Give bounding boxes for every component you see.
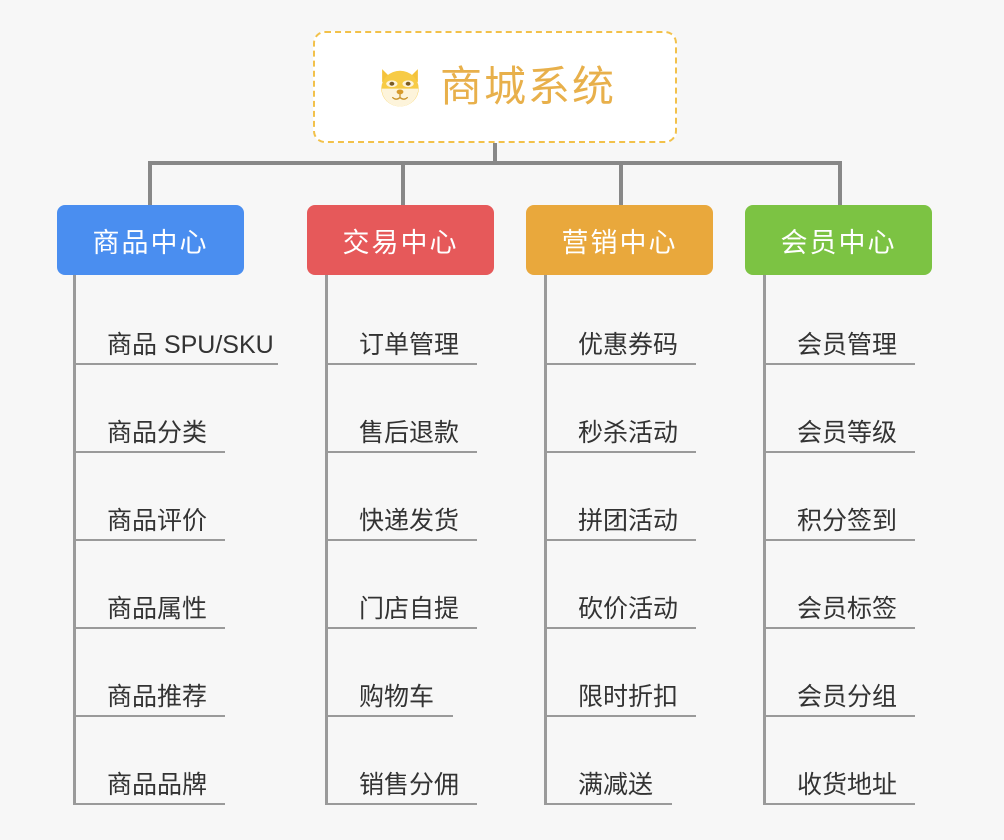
- leaf-underline: [325, 539, 477, 541]
- leaf-item[interactable]: 积分签到: [763, 451, 915, 541]
- leaf-underline: [73, 363, 278, 365]
- leaf-underline: [763, 363, 915, 365]
- leaf-item[interactable]: 拼团活动: [544, 451, 696, 541]
- leaf-item[interactable]: 商品分类: [73, 363, 225, 453]
- leaf-label: 快递发货: [359, 506, 460, 535]
- leaf-item[interactable]: 销售分佣: [325, 715, 477, 805]
- leaf-underline: [73, 451, 225, 453]
- leaf-underline: [325, 451, 477, 453]
- leaf-label: 商品品牌: [107, 770, 208, 799]
- leaf-label: 限时折扣: [578, 682, 679, 711]
- leaf-item[interactable]: 会员管理: [763, 275, 915, 365]
- leaf-underline: [763, 451, 915, 453]
- branch-label-2: 交易中心: [342, 227, 459, 258]
- leaf-label: 优惠券码: [578, 330, 679, 359]
- shiba-dog-icon: [381, 69, 419, 107]
- leaf-item[interactable]: 会员分组: [763, 627, 915, 717]
- leaf-label: 商品 SPU/SKU: [107, 330, 274, 359]
- leaf-label: 会员等级: [797, 418, 898, 447]
- leaf-item[interactable]: 商品推荐: [73, 627, 225, 717]
- leaf-item[interactable]: 商品品牌: [73, 715, 225, 805]
- leaf-item[interactable]: 砍价活动: [544, 539, 696, 629]
- leaf-item[interactable]: 秒杀活动: [544, 363, 696, 453]
- leaf-underline: [73, 803, 225, 805]
- leaf-underline: [544, 451, 696, 453]
- leaf-item[interactable]: 满减送: [544, 715, 672, 805]
- branch-node-2[interactable]: 交易中心: [307, 205, 494, 275]
- leaf-underline: [763, 539, 915, 541]
- leaf-underline: [763, 803, 915, 805]
- leaf-label: 收货地址: [797, 770, 898, 799]
- leaf-label: 商品属性: [107, 594, 208, 623]
- leaf-label: 会员分组: [797, 682, 898, 711]
- root-node[interactable]: 商城系统: [313, 31, 677, 143]
- leaf-item[interactable]: 优惠券码: [544, 275, 696, 365]
- root-title: 商城系统: [439, 63, 616, 110]
- leaf-label: 积分签到: [797, 506, 898, 535]
- connector-drop-3: [619, 161, 623, 205]
- leaf-underline: [544, 539, 696, 541]
- leaf-label: 拼团活动: [578, 506, 679, 535]
- leaf-underline: [763, 715, 915, 717]
- leaf-underline: [544, 715, 696, 717]
- leaf-underline: [325, 627, 477, 629]
- branch-node-1[interactable]: 商品中心: [57, 205, 244, 275]
- leaf-underline: [544, 363, 696, 365]
- leaf-label: 会员标签: [797, 594, 898, 623]
- leaf-underline: [73, 715, 225, 717]
- leaf-underline: [325, 803, 477, 805]
- leaf-item[interactable]: 门店自提: [325, 539, 477, 629]
- connector-root-stem: [493, 143, 497, 165]
- leaf-label: 秒杀活动: [578, 418, 679, 447]
- leaf-underline: [325, 363, 477, 365]
- leaf-label: 销售分佣: [359, 770, 460, 799]
- branch-node-3[interactable]: 营销中心: [526, 205, 713, 275]
- leaf-item[interactable]: 限时折扣: [544, 627, 696, 717]
- leaf-item[interactable]: 会员标签: [763, 539, 915, 629]
- leaf-item[interactable]: 快递发货: [325, 451, 477, 541]
- leaf-label: 会员管理: [797, 330, 898, 359]
- branch-label-3: 营销中心: [561, 227, 678, 258]
- leaf-label: 商品分类: [107, 418, 208, 447]
- leaf-underline: [73, 627, 225, 629]
- leaf-underline: [544, 627, 696, 629]
- leaf-item[interactable]: 订单管理: [325, 275, 477, 365]
- connector-horizontal-bus: [148, 161, 842, 165]
- leaf-underline: [73, 539, 225, 541]
- connector-drop-1: [148, 161, 152, 205]
- branch-label-4: 会员中心: [780, 227, 897, 258]
- leaf-item[interactable]: 购物车: [325, 627, 453, 717]
- leaf-item[interactable]: 收货地址: [763, 715, 915, 805]
- leaf-item[interactable]: 商品 SPU/SKU: [73, 275, 278, 365]
- leaf-item[interactable]: 商品评价: [73, 451, 225, 541]
- leaf-label: 商品评价: [107, 506, 208, 535]
- leaf-underline: [544, 803, 672, 805]
- leaf-label: 满减送: [578, 770, 654, 799]
- leaf-label: 售后退款: [359, 418, 460, 447]
- leaf-underline: [325, 715, 453, 717]
- leaf-label: 商品推荐: [107, 682, 208, 711]
- leaf-item[interactable]: 商品属性: [73, 539, 225, 629]
- leaf-label: 砍价活动: [578, 594, 679, 623]
- branch-node-4[interactable]: 会员中心: [745, 205, 932, 275]
- branch-label-1: 商品中心: [92, 227, 209, 258]
- leaf-label: 订单管理: [359, 330, 460, 359]
- connector-drop-4: [838, 161, 842, 205]
- leaf-item[interactable]: 会员等级: [763, 363, 915, 453]
- leaf-label: 购物车: [359, 682, 435, 711]
- leaf-label: 门店自提: [359, 594, 460, 623]
- leaf-underline: [763, 627, 915, 629]
- connector-drop-2: [401, 161, 405, 205]
- leaf-item[interactable]: 售后退款: [325, 363, 477, 453]
